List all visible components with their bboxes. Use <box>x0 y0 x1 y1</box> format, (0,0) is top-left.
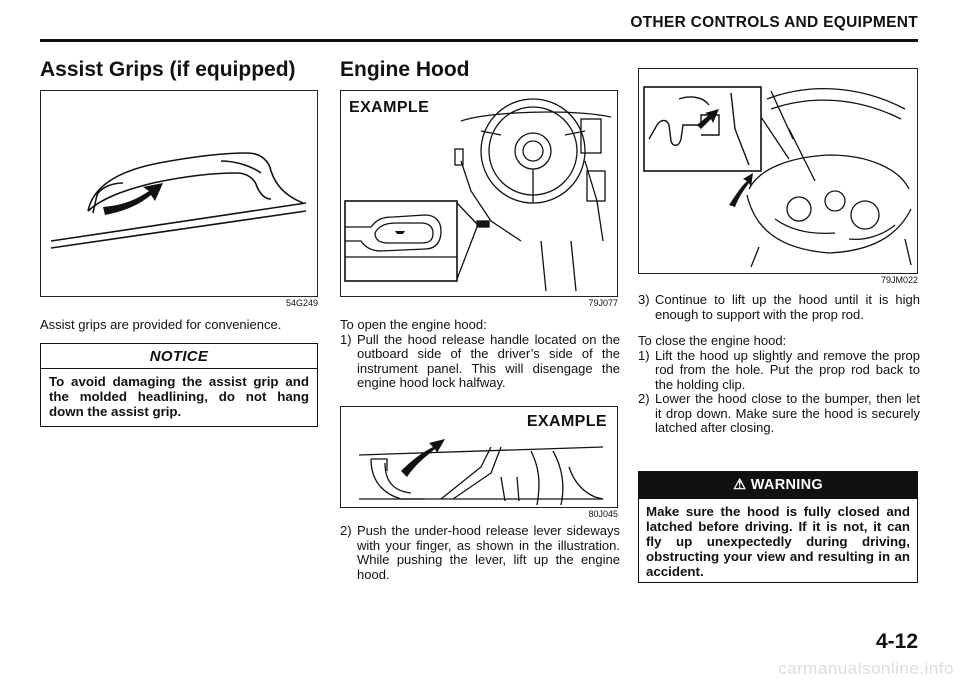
open-step-2: 2) Push the under-hood release lever sid… <box>340 523 620 582</box>
step-number: 2) <box>340 523 352 538</box>
close-step-2: 2) Lower the hood close to the bumper, t… <box>638 391 920 436</box>
open-hood-intro: To open the engine hood: <box>340 317 487 332</box>
warning-triangle-icon: ⚠ <box>733 477 747 493</box>
assist-grip-illustration <box>50 152 307 249</box>
warning-box: ⚠ WARNING Make sure the hood is fully cl… <box>638 471 918 583</box>
assist-grip-text: Assist grips are provided for convenienc… <box>40 317 282 332</box>
warning-body: Make sure the hood is fully closed and l… <box>646 504 910 579</box>
prop-rod-figure <box>638 68 918 274</box>
example-label-1: EXAMPLE <box>349 99 430 116</box>
page-number: 4-12 <box>875 630 918 653</box>
step-text: Push the under-hood release lever sidewa… <box>357 523 620 582</box>
running-header: OTHER CONTROLS AND EQUIPMENT <box>630 14 918 31</box>
under-hood-lever-figure: EXAMPLE <box>340 406 618 508</box>
engine-hood-title: Engine Hood <box>340 58 470 81</box>
step-number: 3) <box>638 292 650 307</box>
fig-code-79jm022: 79JM022 <box>880 275 918 285</box>
open-hood-illustration <box>643 86 912 268</box>
hood-instructions-continued: 3) Continue to lift up the hood until it… <box>638 292 920 436</box>
open-hood-instructions: To open the engine hood: 1) Pull the hoo… <box>340 317 620 391</box>
notice-body: To avoid damaging the assist grip and th… <box>49 374 309 419</box>
assist-grips-title: Assist Grips (if equipped) <box>40 58 296 81</box>
warning-heading-text: WARNING <box>750 477 823 493</box>
fig-code-54g249: 54G249 <box>285 298 318 308</box>
instrument-panel-illustration <box>344 98 612 292</box>
notice-heading: NOTICE <box>41 344 317 369</box>
close-hood-intro: To close the engine hood: <box>638 333 787 348</box>
assist-grip-figure <box>40 90 318 297</box>
open-step-3: 3) Continue to lift up the hood until it… <box>638 292 920 322</box>
notice-box: NOTICE To avoid damaging the assist grip… <box>40 343 318 427</box>
watermark: carmanualsonline.info <box>778 659 954 678</box>
open-hood-step-2: 2) Push the under-hood release lever sid… <box>340 523 620 582</box>
release-lever-illustration <box>358 439 604 506</box>
warning-heading: ⚠ WARNING <box>639 472 917 499</box>
step-number: 2) <box>638 391 650 406</box>
close-step-1: 1) Lift the hood up slightly and remove … <box>638 347 920 393</box>
step-text: Pull the hood release handle located on … <box>357 331 620 390</box>
example-label-2: EXAMPLE <box>526 413 607 430</box>
hood-release-handle-figure: EXAMPLE <box>340 90 618 297</box>
step-number: 1) <box>340 331 352 347</box>
fig-code-79j077: 79J077 <box>588 298 618 308</box>
fig-code-80j045: 80J045 <box>588 509 618 519</box>
step-text: Lower the hood close to the bumper, then… <box>655 391 920 435</box>
step-number: 1) <box>638 347 650 363</box>
step-text: Continue to lift up the hood until it is… <box>655 292 920 322</box>
header-rule <box>40 39 918 42</box>
step-text: Lift the hood up slightly and remove the… <box>655 347 920 392</box>
open-step-1: 1) Pull the hood release handle located … <box>340 331 620 391</box>
